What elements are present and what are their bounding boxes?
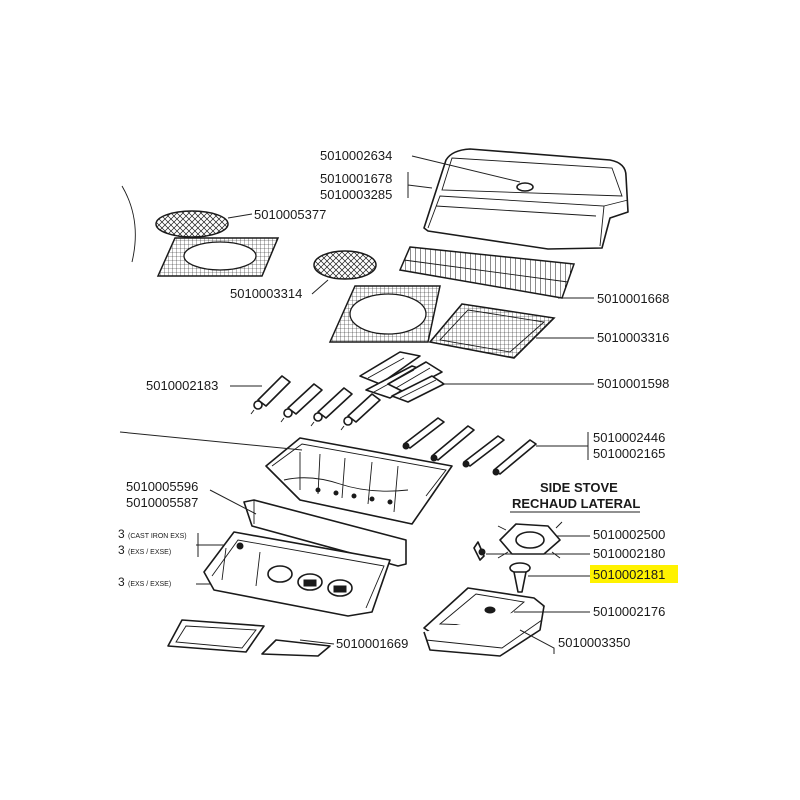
label-lid-alt-b: 5010003285 (320, 187, 392, 202)
label-burners-left: 5010002183 (146, 378, 218, 393)
side-stove-title: SIDE STOVE (540, 480, 618, 495)
heat-shield-part[interactable] (243, 499, 407, 567)
label-side-base: 5010003350 (558, 635, 630, 650)
label-griddle-plate: 5010003316 (597, 330, 669, 345)
label-side-burner: 5010002181 (593, 567, 665, 582)
side-grate-part[interactable] (497, 521, 563, 559)
variant-2-num: 3 (118, 543, 125, 557)
label-warming-rack: 5010001668 (597, 291, 669, 306)
label-side-igniter: 5010002180 (593, 546, 665, 561)
burner-tubes-left-part[interactable] (250, 375, 381, 431)
label-flavorizer-bars: 5010001598 (597, 376, 669, 391)
round-grid-small-part[interactable] (155, 210, 229, 238)
lower-cookbox-part[interactable] (203, 531, 391, 617)
side-igniter-part[interactable] (473, 541, 486, 561)
flavorizer-bars-part[interactable] (359, 351, 445, 403)
variant-1-note: (CAST IRON EXS) (128, 533, 187, 540)
round-cast-grid-part[interactable] (313, 250, 377, 280)
griddle-plate-part[interactable] (428, 303, 556, 359)
variant-3-num: 3 (118, 575, 125, 589)
label-lid: 5010002634 (320, 148, 392, 163)
grid-frame-part[interactable] (156, 237, 280, 277)
firebox-part[interactable] (265, 437, 453, 525)
label-firebox-b: 5010005587 (126, 495, 198, 510)
label-side-grate: 5010002500 (593, 527, 665, 542)
label-round-grid-small: 5010005377 (254, 207, 326, 222)
variant-3-note: (EXS / EXSE) (128, 581, 171, 588)
bottom-tray-part[interactable] (167, 619, 331, 657)
variant-leaders (196, 544, 224, 585)
firebox-context-leader (119, 431, 303, 451)
label-bottom-tray: 5010001669 (336, 636, 408, 651)
label-side-lid: 5010002176 (593, 604, 665, 619)
variant-1-num: 3 (118, 527, 125, 541)
context-arc (121, 185, 136, 263)
label-lid-alt-a: 5010001678 (320, 171, 392, 186)
burner-tubes-right-part[interactable] (402, 417, 537, 476)
label-firebox-a: 5010005596 (126, 479, 198, 494)
side-stove-base-part[interactable] (423, 605, 545, 657)
lid-part[interactable] (423, 148, 629, 250)
highlight-box (590, 565, 678, 583)
label-burners-right-b: 5010002165 (593, 446, 665, 461)
label-burners-right-a: 5010002446 (593, 430, 665, 445)
cast-grid-frame-part[interactable] (328, 285, 441, 343)
side-stove-subtitle: RECHAUD LATERAL (512, 496, 640, 511)
label-cast-grid: 5010003314 (230, 286, 302, 301)
side-burner-part[interactable] (509, 562, 531, 593)
variant-2-note: (EXS / EXSE) (128, 549, 171, 556)
